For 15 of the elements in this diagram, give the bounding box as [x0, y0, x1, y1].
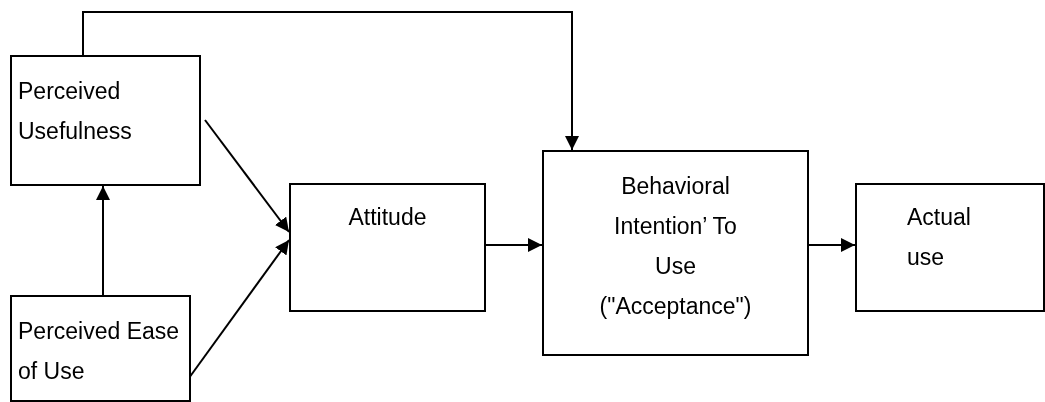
process-box [289, 183, 486, 312]
box-label: Attitude [347, 203, 428, 232]
process-box [10, 295, 191, 402]
box-label: Behavioral Intention’ To Use ("Acceptance") [599, 172, 752, 321]
arrow [808, 238, 856, 252]
arrow [204, 119, 290, 233]
process-box [10, 55, 201, 186]
process-box [855, 183, 1045, 312]
box-label: Actual use [907, 203, 972, 272]
box-label: Perceived Usefulness [18, 77, 133, 146]
arrow [485, 238, 543, 252]
process-box [542, 150, 809, 356]
box-label: Perceived Ease of Use [18, 317, 181, 386]
arrow [96, 185, 110, 296]
arrow [82, 11, 579, 151]
